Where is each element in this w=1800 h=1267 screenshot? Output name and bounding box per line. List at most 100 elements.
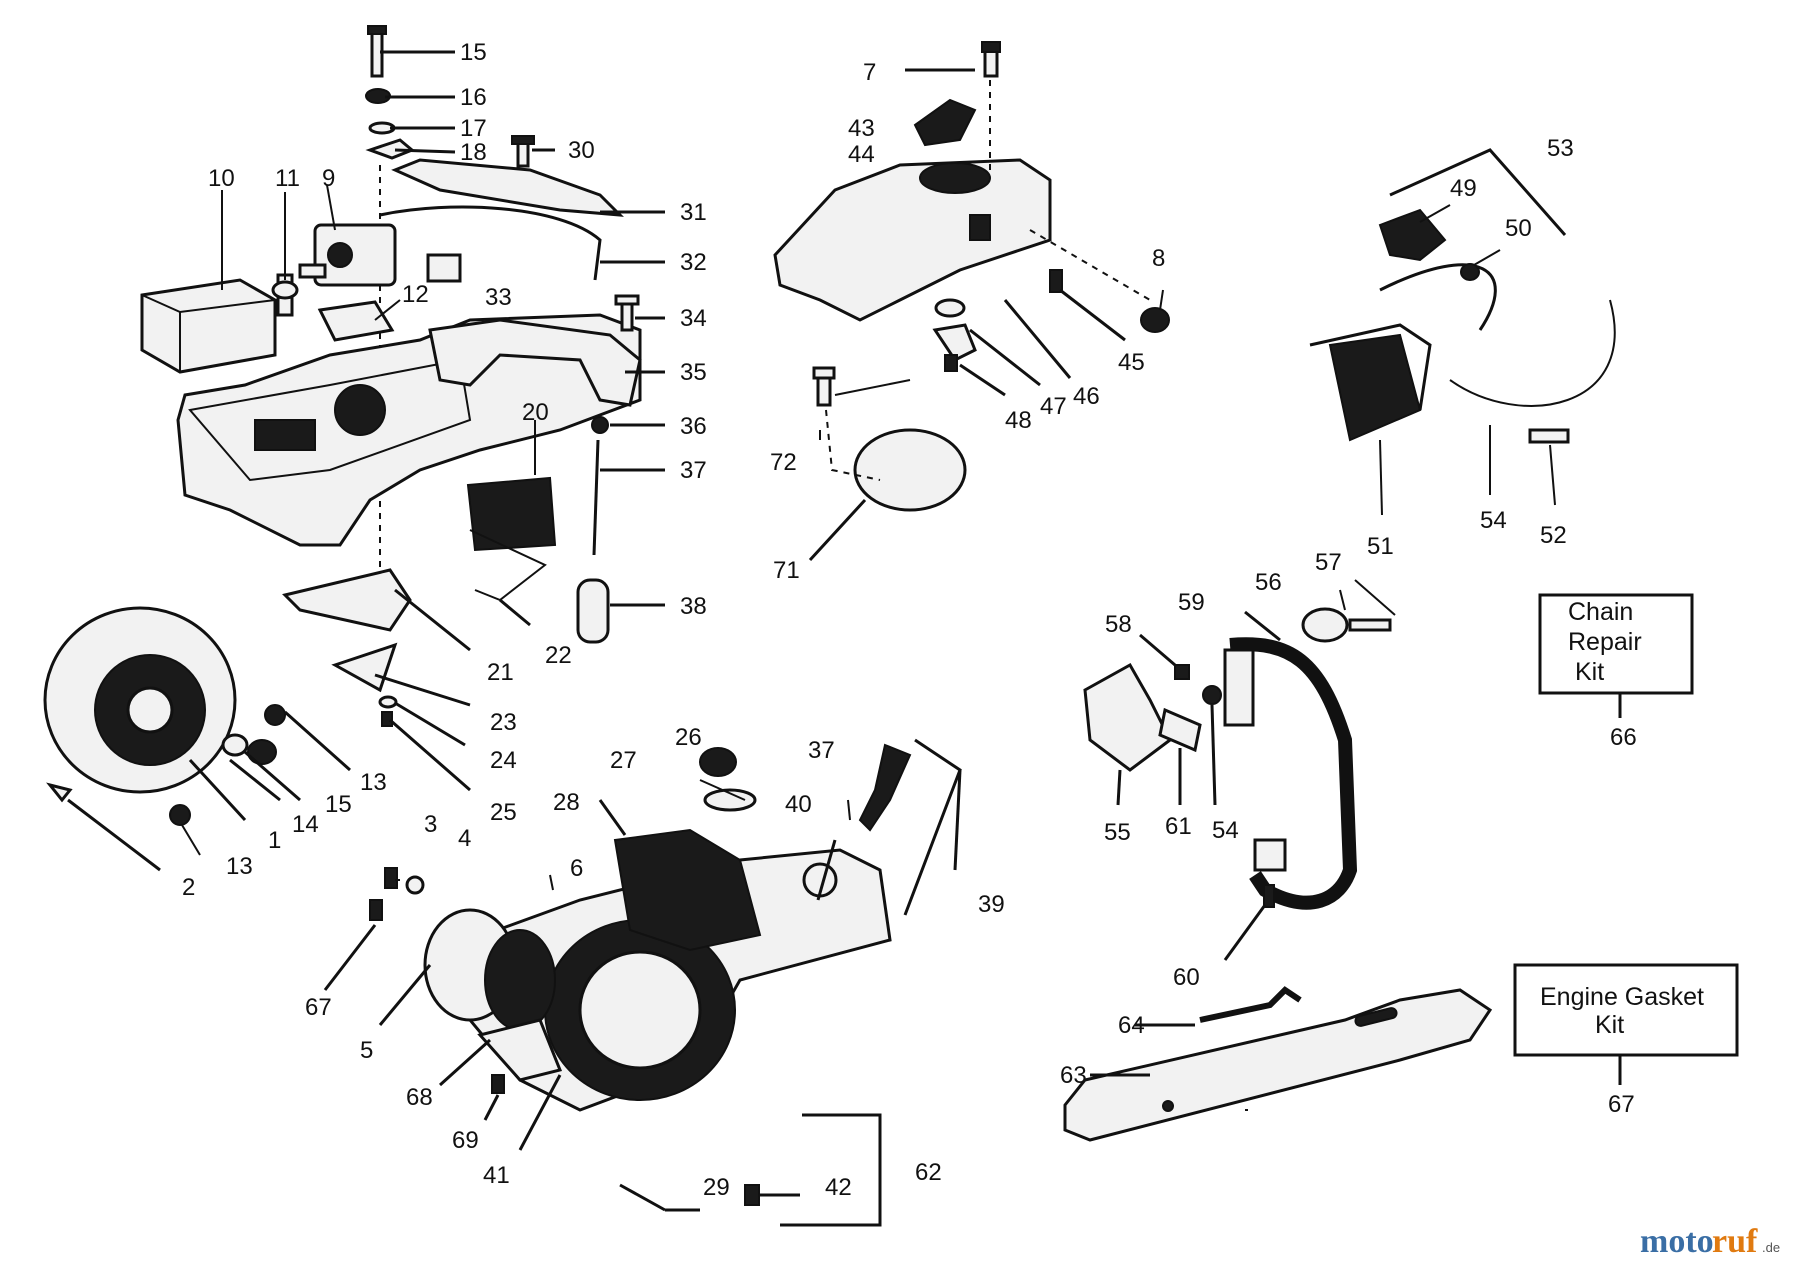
screw-70-part (491, 1074, 505, 1094)
flywheel-part (43, 606, 237, 794)
callout-7: 7 (863, 59, 876, 86)
callout-44: 44 (848, 141, 875, 168)
callout-59: 58 (1105, 611, 1132, 638)
terminal-50-part (1460, 263, 1480, 281)
callout-25: 25 (490, 799, 517, 826)
callout-54: 54 (1480, 507, 1507, 534)
callout-50: 50 (1505, 215, 1532, 242)
screw-72-part (812, 366, 836, 407)
callout-2: 2 (182, 874, 195, 901)
guide-bar-part (1063, 988, 1493, 1142)
callout-5: 5 (360, 1037, 373, 1064)
washer-24-part (378, 695, 398, 709)
callout-51: 51 (1367, 533, 1394, 560)
callout-18: 17 (460, 115, 487, 142)
callout-17: 16 (460, 84, 487, 111)
watermark-suffix: .de (1762, 1240, 1780, 1255)
washer-4-part (405, 875, 425, 895)
plug-57-part (1301, 607, 1349, 643)
handle-35-part (428, 318, 642, 407)
engine-gasket-kit-line1: Engine Gasket (1540, 983, 1704, 1011)
callout-48: 48 (1005, 407, 1032, 434)
callout-9: 9 (322, 165, 335, 192)
spring-13b-part (169, 804, 191, 826)
washer-46-part (934, 298, 966, 318)
callout-34: 34 (680, 305, 707, 332)
screw-59-part (1174, 664, 1190, 680)
front-handle-part (1223, 637, 1358, 910)
screw-34-part (614, 294, 640, 332)
callout-29: 29 (703, 1174, 730, 1201)
callout-68: 67 (305, 994, 332, 1021)
chain-repair-kit-box: Chain Repair Kit 66 (1538, 593, 1694, 751)
callout-13a: 13 (360, 769, 387, 796)
callout-49: 49 (1450, 175, 1477, 202)
callout-39: 39 (978, 891, 1005, 918)
callout-63: 62 (915, 1159, 942, 1186)
callout-60: 59 (1178, 589, 1205, 616)
screw-52-part (1528, 428, 1570, 444)
callout-33: 33 (485, 284, 512, 311)
callout-30: 30 (568, 137, 595, 164)
hose-32-part (379, 205, 602, 281)
callout-27: 27 (610, 747, 637, 774)
callout-71: 71 (773, 557, 800, 584)
callout-69: 68 (406, 1084, 433, 1111)
bracket-53 (1389, 148, 1567, 236)
screw-48-part (944, 354, 958, 372)
screw-58-part (1348, 618, 1392, 632)
spring-13a-part (264, 704, 286, 726)
starter-handle-37-part (858, 743, 912, 832)
cover-31-part (391, 158, 624, 217)
gasket-21-part (282, 568, 412, 632)
callout-35: 35 (680, 359, 707, 386)
nut-15-part (247, 739, 277, 765)
pulley-28-part (613, 828, 762, 952)
key-2-part (46, 782, 73, 803)
callout-26: 26 (675, 724, 702, 751)
callout-20: 20 (522, 399, 549, 426)
callout-4: 4 (458, 825, 471, 852)
callout-65: 64 (1118, 1012, 1145, 1039)
clip-33-part (426, 253, 462, 283)
boot-49-part (1378, 208, 1447, 262)
callout-38: 38 (680, 593, 707, 620)
callout-13b: 13 (226, 853, 253, 880)
washer-14-part (221, 733, 249, 757)
callout-32: 32 (680, 249, 707, 276)
callout-67: 67 (1608, 1091, 1635, 1118)
washer-27-part (703, 788, 757, 812)
callout-37a: 37 (680, 457, 707, 484)
callout-52: 52 (1540, 522, 1567, 549)
fuel-tank-part (773, 158, 1052, 322)
screw-68-part (369, 899, 383, 921)
callout-70: 69 (452, 1127, 479, 1154)
cap-43-part (913, 98, 977, 147)
callout-55: 54 (1212, 817, 1239, 844)
callout-43: 43 (848, 115, 875, 142)
engine-gasket-kit-box: Engine Gasket Kit 67 (1513, 963, 1739, 1118)
callout-47: 47 (1040, 393, 1067, 420)
callout-45: 45 (1118, 349, 1145, 376)
callout-61: 60 (1173, 964, 1200, 991)
callout-15: 15 (325, 791, 352, 818)
mount-20-part (466, 476, 557, 552)
callout-37b: 37 (808, 737, 835, 764)
plate-23-part (331, 642, 398, 693)
callout-40: 40 (785, 791, 812, 818)
chain-repair-kit-line1: Chain (1568, 598, 1633, 626)
callout-22: 22 (545, 642, 572, 669)
callout-66: 66 (1610, 724, 1637, 751)
gasket-12-part (317, 300, 395, 342)
clamp-47-part (932, 323, 977, 362)
callout-41: 41 (483, 1162, 510, 1189)
plate-62-part (1158, 707, 1202, 753)
cover-69-part (477, 1018, 563, 1082)
spring-22-part (469, 529, 547, 602)
screw-11-part (271, 273, 299, 317)
callout-8: 8 (1152, 245, 1165, 272)
watermark: moto ruf .de (1640, 1223, 1780, 1260)
callout-57: 56 (1255, 569, 1282, 596)
callout-numbers: 15 16 17 18 30 31 32 33 34 35 36 37 38 1… (182, 39, 1574, 1201)
